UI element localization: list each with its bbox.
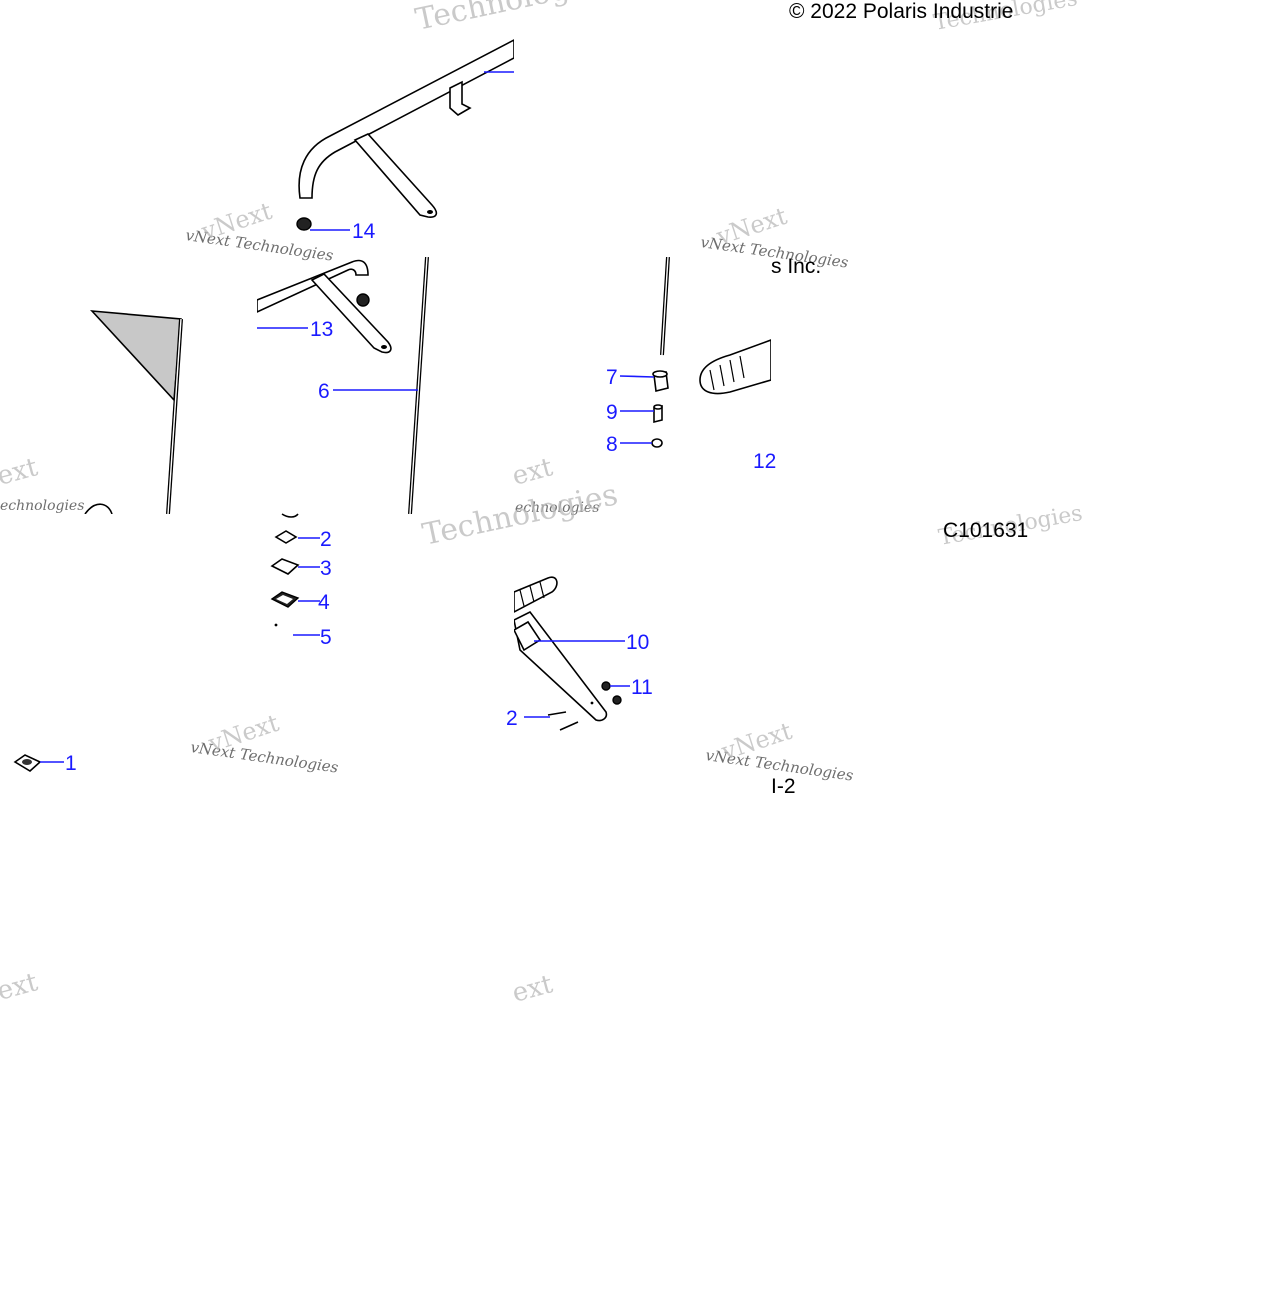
figure-code: C101631	[943, 519, 1028, 542]
callout-2: 2	[320, 528, 332, 551]
copyright-text: © 2022 Polaris Industrie	[789, 0, 1013, 23]
safety-flag	[84, 310, 183, 514]
callout-12: 12	[753, 450, 776, 473]
mount-plates	[270, 513, 300, 627]
base-bracket	[13, 754, 42, 772]
callout-10: 10	[626, 631, 649, 654]
callout-4: 4	[318, 591, 330, 614]
whip-base-parts	[651, 257, 771, 448]
callout-9: 9	[606, 401, 618, 424]
watermark-ext: ext	[509, 452, 556, 492]
page-marker: I-2	[771, 775, 796, 798]
rack-bar-mid	[257, 257, 429, 514]
callout-11: 11	[631, 676, 653, 699]
callout-7: 7	[606, 366, 618, 389]
watermark-techno: echnologies	[0, 498, 84, 514]
watermark-ext: ext	[509, 969, 556, 1009]
callout-3: 3	[320, 557, 332, 580]
callout-1: 1	[65, 752, 77, 775]
callout-14: 14	[352, 220, 376, 243]
rack-bar-top	[296, 39, 514, 231]
watermark-group: Technologies Technologies vNext Technolo…	[0, 0, 1084, 1009]
callout-5: 5	[320, 626, 332, 649]
watermark-technologies: Technologies	[412, 0, 613, 38]
watermark-ext: ext	[0, 967, 41, 1007]
callout-6: 6	[318, 380, 330, 403]
watermark-techno: echnologies	[515, 500, 599, 516]
callout-8: 8	[606, 433, 618, 456]
grip-handle	[514, 576, 622, 731]
copyright-tail: s Inc.	[771, 255, 821, 278]
callout-13: 13	[310, 318, 333, 341]
watermark-ext: ext	[0, 452, 41, 492]
callout-12b: 2	[506, 707, 518, 730]
